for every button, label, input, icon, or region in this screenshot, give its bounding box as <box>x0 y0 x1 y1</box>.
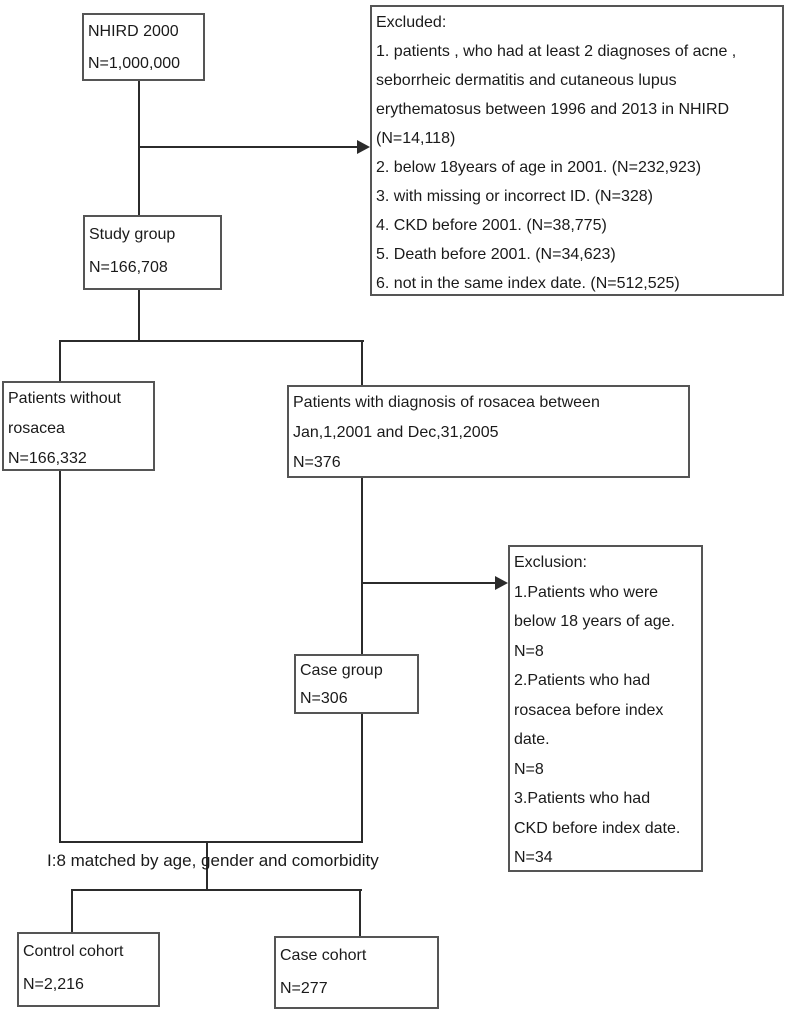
box-text-line: rosacea before index <box>514 701 664 719</box>
box-text-line: erythematosus between 1996 and 2013 in N… <box>376 101 730 118</box>
box-text-line: N=1,000,000 <box>88 55 181 72</box>
connector-matching-top-horizontal <box>59 841 363 843</box>
box-text-line: date. <box>514 731 550 748</box>
connector-arrow-to-exclusion <box>361 582 496 584</box>
box-text-line: N=277 <box>280 980 328 997</box>
box-text-line: N=8 <box>514 642 544 660</box>
arrowhead-right-icon <box>495 576 508 590</box>
box-text-line: Patients without <box>8 390 121 407</box>
box-exclusion: Exclusion: 1.Patients who were below 18 … <box>508 545 703 872</box>
connector-branch-to-without-rosacea <box>59 340 61 382</box>
box-text-line: 6. not in the same index date. (N=512,52… <box>376 275 680 292</box>
box-text-line: N=2,216 <box>23 976 84 993</box>
box-nhird: NHIRD 2000 N=1,000,000 <box>82 13 205 81</box>
box-study-group: Study group N=166,708 <box>83 215 222 290</box>
box-text-line: Jan,1,2001 and Dec,31,2005 <box>293 424 499 441</box>
box-text-line: 2. below 18years of age in 2001. (N=232,… <box>376 159 702 176</box>
box-text-line: N=376 <box>293 454 341 471</box>
connector-without-rosacea-to-matching <box>59 470 61 842</box>
box-text-line: Exclusion: <box>514 554 587 571</box>
connector-to-control-cohort <box>71 889 73 933</box>
box-text-line: N=166,332 <box>8 450 87 467</box>
box-text-line: CKD before index date. <box>514 819 681 837</box>
box-text-line: Patients with diagnosis of rosacea betwe… <box>293 394 600 411</box>
box-text-line: NHIRD 2000 <box>88 23 179 40</box>
box-text-line: Case group <box>300 662 383 679</box>
box-text-line: Case cohort <box>280 947 367 964</box>
box-control-cohort: Control cohort N=2,216 <box>17 932 160 1007</box>
connector-branch-to-with-rosacea <box>361 340 363 386</box>
connector-branch-horizontal <box>59 340 364 342</box>
box-text-line: Control cohort <box>23 943 124 960</box>
box-text-line: below 18 years of age. <box>514 613 675 630</box>
box-text-line: Study group <box>89 226 176 243</box>
box-case-cohort: Case cohort N=277 <box>274 936 439 1009</box>
connector-study-to-branch <box>138 290 140 341</box>
box-text-line: 2.Patients who had <box>514 672 651 689</box>
box-text-line: 3. with missing or incorrect ID. (N=328) <box>376 188 653 205</box>
box-patients-with-rosacea: Patients with diagnosis of rosacea betwe… <box>287 385 690 478</box>
box-case-group: Case group N=306 <box>294 654 419 714</box>
box-text-line: seborrheic dermatitis and cutaneous lupu… <box>376 72 677 89</box>
box-text-line: 5. Death before 2001. (N=34,623) <box>376 246 616 263</box>
box-text-line: N=34 <box>514 849 553 866</box>
box-excluded: Excluded: 1. patients , who had at least… <box>370 5 784 296</box>
arrowhead-right-icon <box>357 140 370 154</box>
connector-arrow-to-excluded <box>139 146 358 148</box>
connector-with-rosacea-to-case-group <box>361 477 363 655</box>
box-text-line: rosacea <box>8 420 65 437</box>
box-text-line: 3.Patients who had <box>514 790 651 807</box>
box-text-line: 1. patients , who had at least 2 diagnos… <box>376 43 737 60</box>
connector-matching-middle <box>206 841 208 891</box>
box-text-line: 1.Patients who were <box>514 583 659 601</box>
connector-nhird-to-study <box>138 81 140 215</box>
connector-to-case-cohort <box>359 889 361 937</box>
box-patients-without-rosacea: Patients without rosacea N=166,332 <box>2 381 155 471</box>
box-text-line: Excluded: <box>376 14 447 31</box>
box-text-line: N=306 <box>300 690 348 707</box>
connector-matching-bottom-horizontal <box>71 889 362 891</box>
box-text-line: N=166,708 <box>89 259 168 276</box>
connector-case-group-to-matching <box>361 713 363 843</box>
box-text-line: N=8 <box>514 760 544 778</box>
matching-label: I:8 matched by age, gender and comorbidi… <box>47 851 379 870</box>
box-text-line: (N=14,118) <box>376 130 456 147</box>
box-text-line: 4. CKD before 2001. (N=38,775) <box>376 217 607 234</box>
